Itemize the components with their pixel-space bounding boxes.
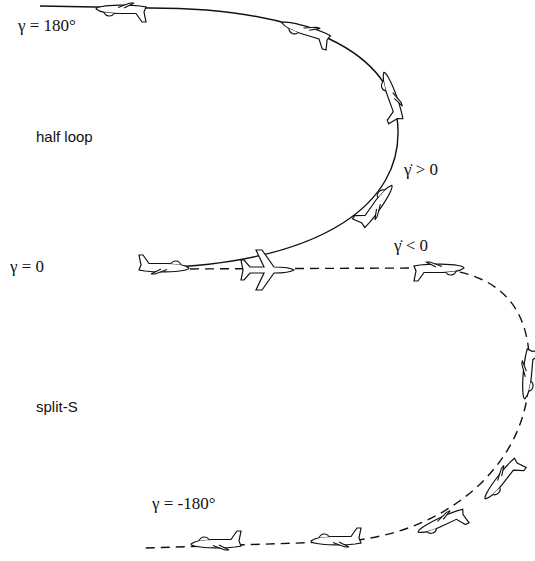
aircraft [519, 349, 535, 400]
aircraft [372, 70, 407, 123]
rate-label: γ̇ > 0 [402, 160, 440, 180]
angle-label: γ = -180° [150, 494, 218, 514]
aircraft [191, 531, 241, 550]
aircraft [139, 255, 189, 274]
aircraft [96, 3, 146, 22]
rate-label: γ̇ < 0 [392, 236, 430, 256]
aircraft [480, 456, 526, 507]
maneuver-name: half loop [34, 128, 95, 146]
angle-label: γ = 0 [8, 257, 46, 277]
aircraft [414, 262, 464, 281]
aircraft [416, 506, 469, 544]
aircraft [278, 17, 331, 50]
aircraft-top-view [241, 250, 294, 290]
maneuver-name: split-S [34, 398, 80, 416]
aircraft [311, 528, 361, 547]
split-s-path [145, 268, 529, 548]
aircraft [352, 178, 396, 230]
angle-label: γ = 180° [16, 16, 78, 36]
